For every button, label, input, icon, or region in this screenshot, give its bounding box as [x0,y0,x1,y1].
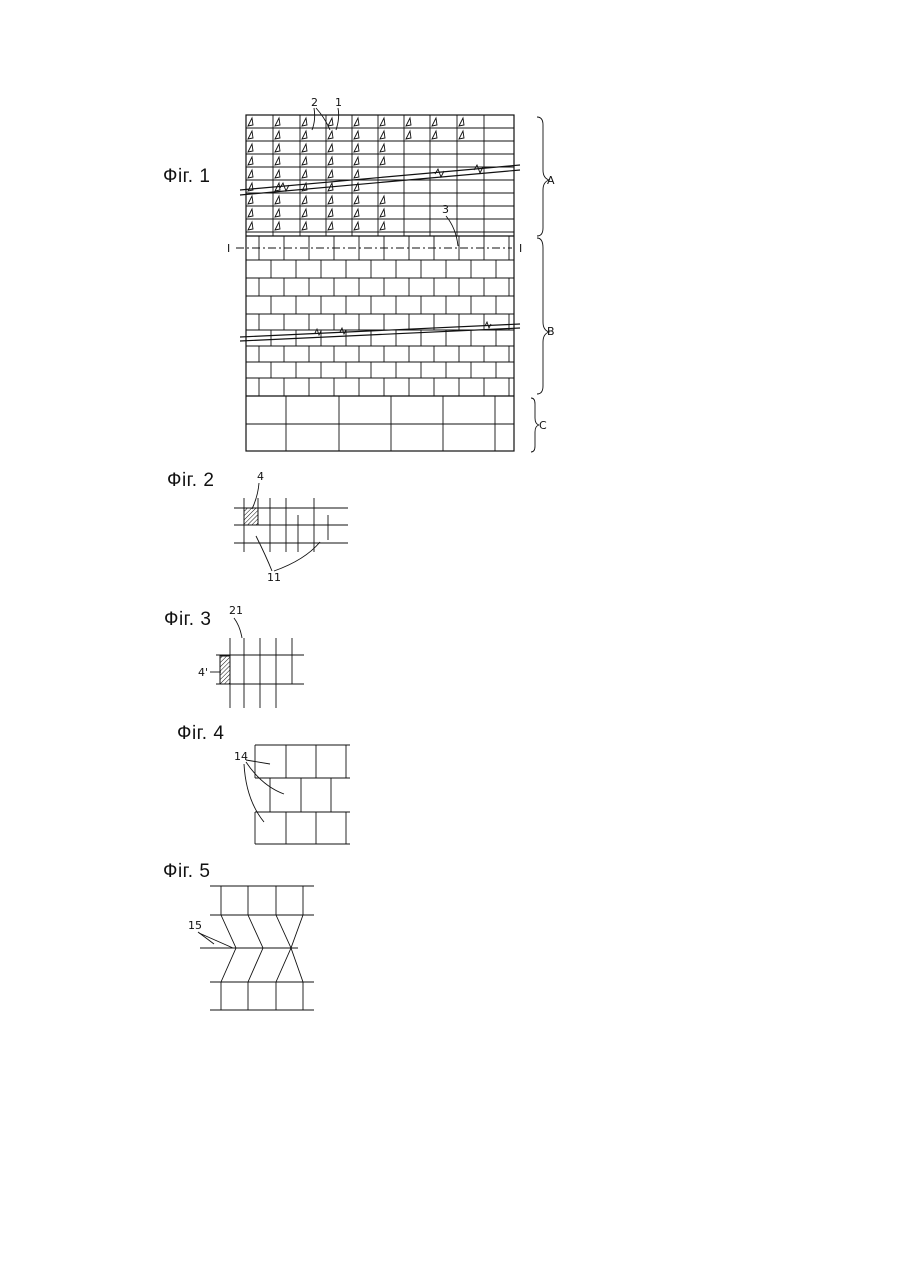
fig1-zone-c-grid [246,396,514,451]
fig1-tooth-mark [248,170,253,178]
fig1-tooth-mark [302,222,307,230]
fig1-section-mark-left: I [227,242,230,255]
fig1-brace-b [537,238,549,394]
fig1-tooth-mark [328,222,333,230]
fig1-tooth-mark [406,118,411,126]
fig1-tooth-mark [380,196,385,204]
fig1-section-mark-right: I [519,242,522,255]
fig1-tooth-mark [328,118,333,126]
fig1-tooth-mark [248,196,253,204]
figure-4-drawing: 14 [234,745,350,844]
fig2-hatched-cell [244,508,258,525]
fig1-zone-a-grid [246,115,514,236]
fig1-tooth-mark [354,144,359,152]
fig1-ref-2: 2 [311,96,318,109]
fig1-tooth-mark [328,157,333,165]
fig1-tooth-mark [354,170,359,178]
fig1-tooth-mark [275,157,280,165]
fig1-tooth-mark [380,118,385,126]
fig1-tooth-mark [275,118,280,126]
fig1-tooth-mark [432,131,437,139]
fig1-tooth-mark [380,144,385,152]
fig1-tooth-mark [302,144,307,152]
fig1-tooth-mark [328,209,333,217]
figure-1-drawing: I I 2 1 3 A B C [227,96,555,452]
figure-2-drawing: 4 11 [234,470,348,584]
fig1-tooth-mark [380,209,385,217]
fig1-tooth-mark [354,209,359,217]
figure-5-drawing: 15 [188,886,314,1010]
fig1-tooth-mark [459,131,464,139]
fig5-ref-15: 15 [188,919,202,932]
fig1-tooth-mark [302,170,307,178]
fig1-tooth-mark [248,209,253,217]
fig1-tooth-mark [275,209,280,217]
fig1-tooth-mark [328,196,333,204]
fig3-hatched-cell [220,656,230,684]
fig1-ref-3: 3 [442,203,449,216]
fig1-tooth-mark [302,196,307,204]
fig1-tooth-mark [380,131,385,139]
fig1-tooth-mark [354,131,359,139]
fig1-leader-1 [336,108,339,130]
fig2-ref-11: 11 [267,571,281,584]
fig1-tooth-mark [328,131,333,139]
fig1-tooth-mark [328,144,333,152]
fig1-ref-1: 1 [335,96,342,109]
fig1-tooth-mark [248,222,253,230]
fig1-zone-c-label: C [539,419,547,432]
fig1-zone-b-grid [246,236,514,396]
fig1-tooth-mark [459,118,464,126]
fig1-break-line-lower [240,322,520,341]
fig1-brace-c [531,398,539,452]
fig1-tooth-mark [432,118,437,126]
fig1-tooth-mark [275,144,280,152]
fig1-tooth-mark [354,196,359,204]
figure-3-drawing: 21 4' [198,604,304,708]
fig1-tooth-mark [275,131,280,139]
fig1-tooth-mark [302,118,307,126]
fig1-tooth-mark [354,157,359,165]
fig1-tooth-mark [354,118,359,126]
fig4-ref-14: 14 [234,750,248,763]
fig3-ref-4-prime: 4' [198,666,208,679]
fig1-leader-2b [316,108,330,130]
fig1-tooth-mark [248,131,253,139]
fig1-tooth-mark [328,170,333,178]
fig3-ref-21: 21 [229,604,243,617]
fig1-leader-3 [446,216,458,246]
fig1-tooth-mark [275,170,280,178]
fig1-tooth-mark [406,131,411,139]
fig1-tooth-mark [302,157,307,165]
fig1-tooth-mark [380,222,385,230]
fig1-tooth-mark [354,222,359,230]
fig2-ref-4: 4 [257,470,264,483]
fig1-tooth-mark [248,144,253,152]
fig1-tooth-mark [275,196,280,204]
fig1-tooth-mark [380,157,385,165]
fig1-leader-2a [312,108,315,130]
fig1-tooth-mark [248,157,253,165]
fig1-tooth-mark [302,131,307,139]
fig1-tooth-mark [302,209,307,217]
fig1-tooth-mark [275,222,280,230]
fig1-zone-a-label: A [547,174,555,187]
fig1-zone-b-label: B [547,325,555,338]
fig1-tooth-mark [248,118,253,126]
